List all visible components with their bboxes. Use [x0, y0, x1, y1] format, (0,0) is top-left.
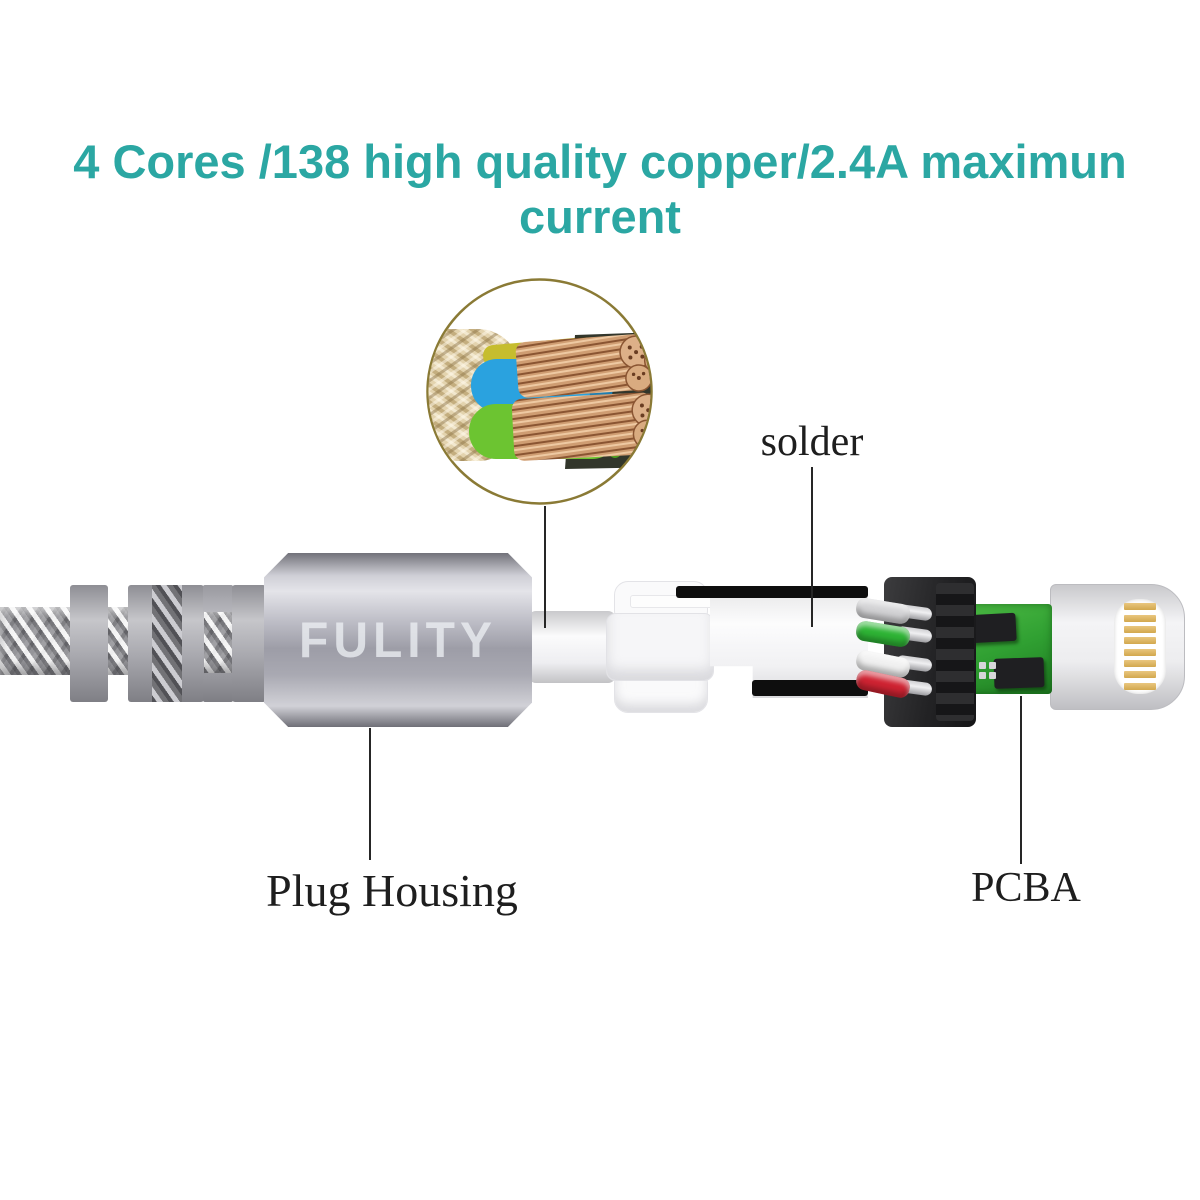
strain-relief-segment [70, 585, 108, 702]
strain-relief-arm [203, 585, 233, 612]
gold-contact-bar [1124, 648, 1156, 656]
lightning-connector [1050, 584, 1185, 710]
gold-contact-bar [1124, 659, 1156, 667]
strain-relief-segment [128, 585, 204, 702]
gold-contact-bar [1124, 671, 1156, 679]
inset-pointer-line [544, 506, 546, 628]
gold-contact-bar [1124, 625, 1156, 633]
headline-text: 4 Cores /138 high quality copper/2.4A ma… [73, 135, 1127, 243]
solder-wires [854, 596, 940, 700]
ic-chip [993, 657, 1045, 689]
copper-bundle-upper [515, 334, 651, 398]
plug-housing-pointer-line [369, 728, 371, 860]
solder-pointer-line [811, 467, 813, 627]
strain-collar [606, 581, 714, 713]
gold-contact-bar [1124, 637, 1156, 645]
copper-bundle-lower [511, 392, 651, 461]
pcba-pointer-line [1020, 696, 1022, 864]
gold-contact-bar [1124, 682, 1156, 690]
gold-contacts [1114, 599, 1166, 694]
gold-contact-bar [1124, 614, 1156, 622]
brand-logo: FULITY [299, 612, 497, 668]
connector-block [884, 577, 976, 727]
collar-body [606, 613, 714, 681]
gold-contact-bar [1124, 603, 1156, 611]
green-wire [854, 619, 912, 649]
mold-bottom-stripe [752, 680, 868, 696]
solder-label: solder [760, 419, 864, 465]
strain-relief-segment [232, 585, 266, 702]
cable-cross-section-inset [426, 278, 653, 505]
plug-housing-label: Plug Housing [266, 865, 518, 916]
pcba-label: PCBA [971, 865, 1081, 911]
mold-top-stripe [676, 586, 868, 598]
plug-housing: FULITY [264, 553, 532, 727]
connector-flange [936, 583, 974, 721]
strain-relief-slot [152, 585, 182, 702]
inner-cable [528, 611, 616, 683]
nylon-braided-cable [0, 607, 252, 675]
strain-relief-arm [203, 673, 233, 702]
